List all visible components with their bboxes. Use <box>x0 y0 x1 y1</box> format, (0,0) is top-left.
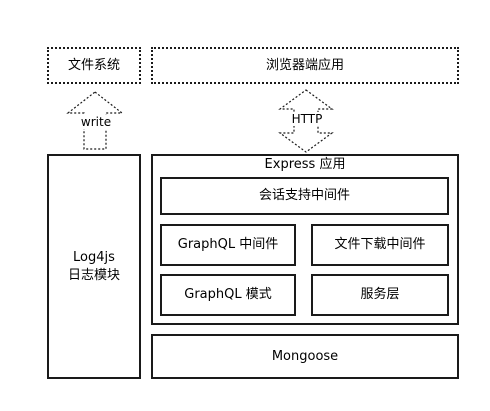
mongoose-label: Mongoose <box>271 348 339 364</box>
http-label: HTTP <box>285 112 329 126</box>
mongoose-box: Mongoose <box>151 334 459 379</box>
express-app-title: Express 应用 <box>264 157 346 172</box>
graphql-middleware-box: GraphQL 中间件 <box>160 224 296 266</box>
graphql-middleware-label: GraphQL 中间件 <box>177 237 279 252</box>
service-layer-label: 服务层 <box>360 287 400 302</box>
file-download-middleware-label: 文件下载中间件 <box>334 237 426 252</box>
write-label: write <box>74 115 118 129</box>
graphql-schema-box: GraphQL 模式 <box>160 274 296 316</box>
log-module-label: 日志模块 <box>67 267 120 283</box>
log4js-label: Log4js <box>73 249 115 265</box>
file-system-label: 文件系统 <box>67 57 120 73</box>
file-system-box: 文件系统 <box>47 47 141 84</box>
browser-app-box: 浏览器端应用 <box>151 47 459 84</box>
file-download-middleware-box: 文件下载中间件 <box>311 224 449 266</box>
session-middleware-box: 会话支持中间件 <box>160 177 449 215</box>
graphql-schema-label: GraphQL 模式 <box>184 287 272 302</box>
service-layer-box: 服务层 <box>311 274 449 316</box>
session-middleware-label: 会话支持中间件 <box>258 188 350 203</box>
log4js-box: Log4js 日志模块 <box>47 154 141 379</box>
browser-app-label: 浏览器端应用 <box>265 57 344 73</box>
